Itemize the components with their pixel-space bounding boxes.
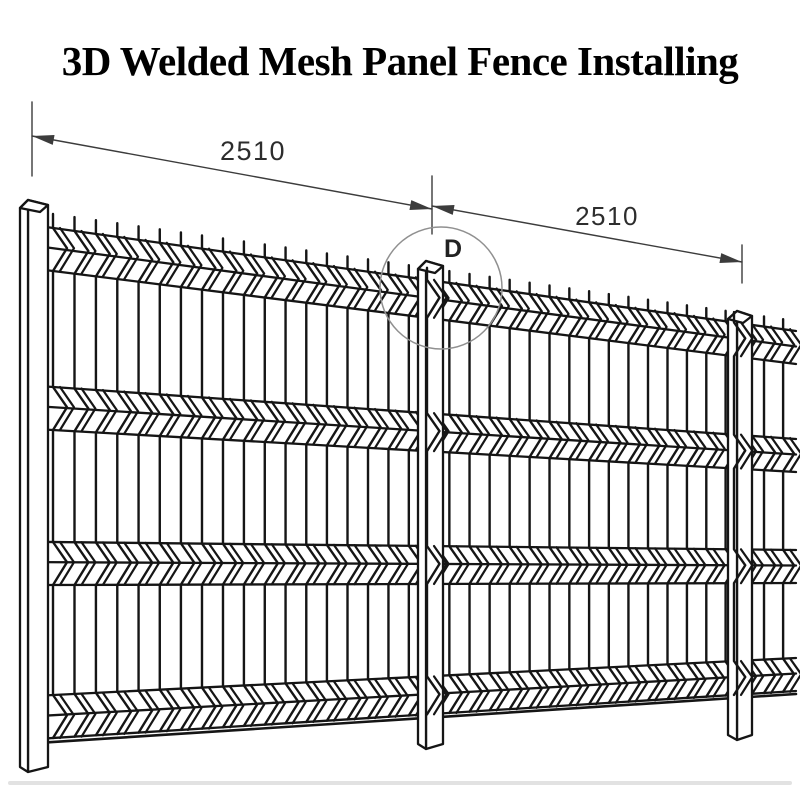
fence-post <box>18 198 50 774</box>
dimension-1-label: 2510 <box>220 136 286 166</box>
dimension-labels: 2510 2510 <box>220 136 639 231</box>
fence-post <box>726 309 754 742</box>
detail-label: D <box>444 235 462 263</box>
dimension-2-label: 2510 <box>575 201 639 231</box>
page-title: 3D Welded Mesh Panel Fence Installing <box>61 38 739 84</box>
detail-callout: D <box>379 226 503 350</box>
fence-post <box>416 259 445 751</box>
fence-drawing <box>18 198 800 774</box>
detail-circle <box>379 226 503 350</box>
dimension-lines <box>31 101 743 284</box>
